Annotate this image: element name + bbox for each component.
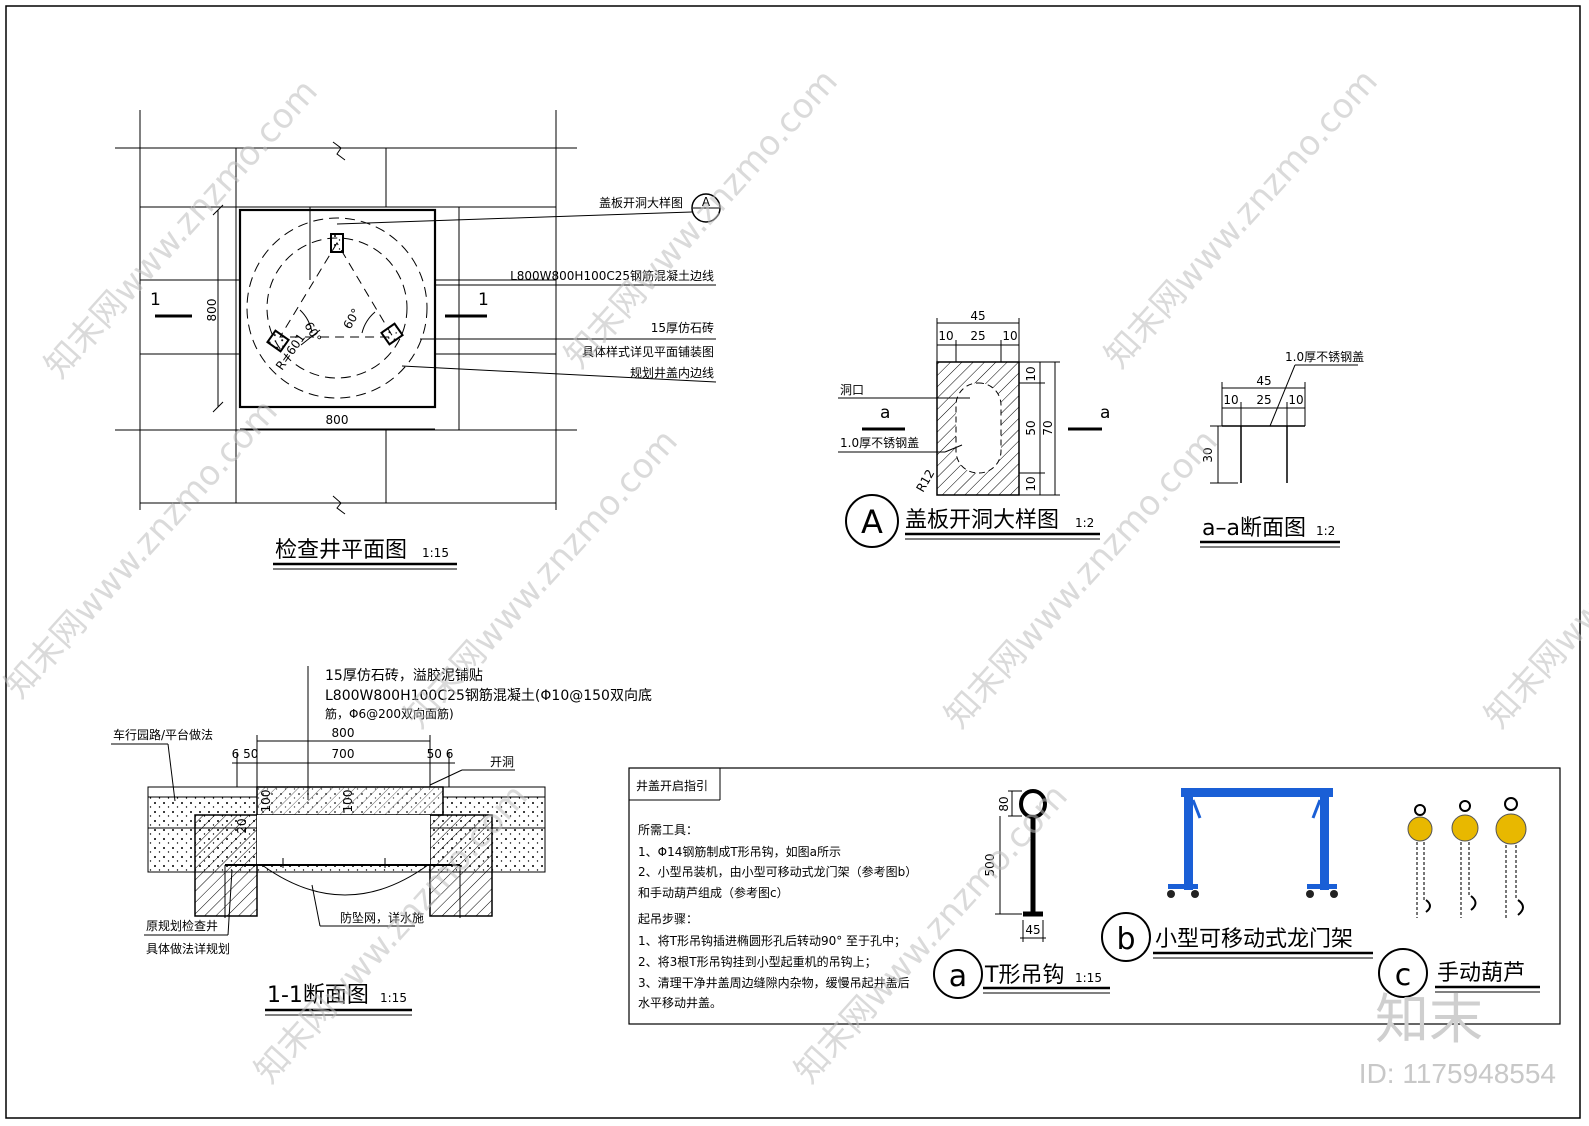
s11-title: 1-1断面图 [267, 983, 369, 1008]
s11-dim-h2: 20 [235, 818, 249, 833]
aa-scale: 1:2 [1316, 524, 1335, 538]
detail-a-title: 盖板开洞大样图 [905, 508, 1059, 533]
detail-a-hole-label: 洞口 [840, 383, 864, 397]
detail-a-dim-total: 45 [970, 309, 985, 323]
section-a-right: a [1100, 403, 1110, 423]
callout-stone-brick: 15厚仿石砖 [651, 320, 714, 335]
s11-callout-1: 15厚仿石砖，溢胶泥铺贴 [325, 667, 483, 684]
hook-scale: 1:15 [1075, 971, 1102, 985]
s11-dim-h1: 100 [259, 790, 273, 813]
aa-dim-mid: 25 [1256, 393, 1271, 407]
s11-dim-h3: 100 [341, 790, 355, 813]
detail-a-dim-mid: 25 [970, 329, 985, 343]
guide-line-3: 和手动葫芦组成（参考图c） [638, 885, 789, 900]
aa-title: a–a断面图 [1202, 516, 1306, 541]
s11-dim-left: 6 50 [232, 747, 259, 761]
hook-dim-shaft: 500 [983, 854, 997, 877]
detail-a: 45 10 25 10 10 50 10 70 R12 洞口 1.0厚不锈钢盖 … [838, 309, 1110, 548]
guide-line-8: 水平移动井盖。 [638, 996, 722, 1010]
section-mark-left: 1 [150, 290, 161, 310]
hoist-illustration [1407, 797, 1527, 918]
detail-a-dim-right: 10 [1002, 329, 1017, 343]
detail-a-dim-left: 10 [938, 329, 953, 343]
aa-dim-depth: 30 [1201, 447, 1215, 462]
callout-paving: 具体样式详见平面铺装图 [582, 344, 714, 359]
s11-hole-label: 开洞 [490, 755, 514, 769]
angle-right-label: 60° [340, 306, 363, 331]
watermark-logo: 知末 [1375, 988, 1483, 1051]
detail-a-bubble: A [861, 503, 883, 541]
gantry-title: 小型可移动式龙门架 [1155, 927, 1353, 952]
detail-a-radius: R12 [913, 467, 937, 494]
guide-line-4: 起吊步骤： [638, 912, 698, 926]
plan-view: 60° 60° R=601 800 800 1 1 A 盖板开洞大样图 L800… [115, 110, 721, 570]
sheet-frame [5, 5, 1581, 1119]
detail-a-cover-label: 1.0厚不锈钢盖 [840, 436, 919, 450]
guide-header: 井盖开启指引 [636, 778, 708, 793]
section-a-left: a [880, 403, 890, 423]
s11-dim-right: 50 6 [427, 747, 454, 761]
detail-a-dim-height: 70 [1041, 420, 1055, 435]
guide-line-2: 2、小型吊装机，由小型可移动式龙门架（参考图b） [638, 864, 917, 879]
watermark-text: 知末网www.znzmo.com [1477, 422, 1589, 736]
guide-line-6: 2、将3根T形吊钩挂到小型起重机的吊钩上； [638, 954, 877, 969]
s11-callout-2b: 筋，Φ6@200双向面筋) [325, 706, 454, 721]
plan-dim-width: 800 [326, 413, 349, 427]
aa-cover-label: 1.0厚不锈钢盖 [1285, 350, 1364, 364]
aa-dim-total: 45 [1256, 374, 1271, 388]
detail-a-dim-hole: 50 [1024, 420, 1038, 435]
guide-line-7: 3、清理干净井盖周边缝隙内杂物，缓慢吊起井盖后 [638, 975, 910, 990]
hoist-title: 手动葫芦 [1437, 961, 1525, 986]
plan-dim-height: 800 [205, 299, 219, 322]
hook-dim-bar: 45 [1025, 923, 1040, 937]
aa-dim-left: 10 [1223, 393, 1238, 407]
callout-concrete-edge: L800W800H100C25钢筋混凝土边线 [510, 268, 714, 283]
hoist-bubble: c [1395, 958, 1412, 993]
section-mark-right: 1 [478, 290, 489, 310]
gantry-illustration [1167, 788, 1338, 898]
s11-dim-total: 800 [332, 726, 355, 740]
s11-scale: 1:15 [380, 991, 407, 1005]
watermark-text: 知末网www.znzmo.com [0, 392, 286, 706]
s11-dim-inner: 700 [332, 747, 355, 761]
detail-a-dim-bottom: 10 [1024, 476, 1038, 491]
plan-title: 检查井平面图 [275, 538, 407, 563]
hook-bubble: a [949, 959, 967, 994]
gantry-bubble: b [1116, 922, 1135, 957]
detail-a-dim-top: 10 [1024, 366, 1038, 381]
s11-road-label: 车行园路/平台做法 [113, 727, 213, 742]
callout-cover-edge: 规划井盖内边线 [630, 365, 714, 380]
guide-line-5: 1、将T形吊钩插进椭圆形孔后转动90° 至于孔中； [638, 933, 906, 948]
watermark-text: 知末网www.znzmo.com [1097, 62, 1386, 376]
s11-well-label: 原规划检查井 [146, 918, 218, 933]
plan-detail-ref: A [702, 195, 711, 209]
hook-dim-loop: 80 [997, 796, 1011, 811]
hook-title: T形吊钩 [984, 963, 1064, 988]
guide-line-0: 所需工具： [638, 823, 698, 837]
detail-a-scale: 1:2 [1075, 516, 1094, 530]
plan-scale: 1:15 [422, 546, 449, 560]
watermark-id: ID: 1175948554 [1359, 1058, 1556, 1089]
aa-dim-right: 10 [1288, 393, 1303, 407]
section-11: 800 700 6 50 50 6 100 20 100 15厚仿石砖，溢胶泥铺… [111, 666, 652, 1016]
section-aa: 45 10 25 10 30 1.0厚不锈钢盖 a–a断面图 1:2 [1200, 350, 1364, 548]
guide-line-1: 1、Φ14钢筋制成T形吊钩，如图a所示 [638, 844, 841, 859]
callout-detail: 盖板开洞大样图 [599, 195, 683, 210]
guide-panel: 井盖开启指引 所需工具： 1、Φ14钢筋制成T形吊钩，如图a所示 2、小型吊装机… [628, 767, 1561, 1025]
s11-callout-2a: L800W800H100C25钢筋混凝土(Φ10@150双向底 [325, 687, 652, 704]
s11-net-label: 防坠网，详水施 [340, 910, 424, 925]
t-hook-drawing: 80 500 45 [983, 789, 1047, 942]
s11-well-detail: 具体做法详规划 [146, 941, 230, 956]
